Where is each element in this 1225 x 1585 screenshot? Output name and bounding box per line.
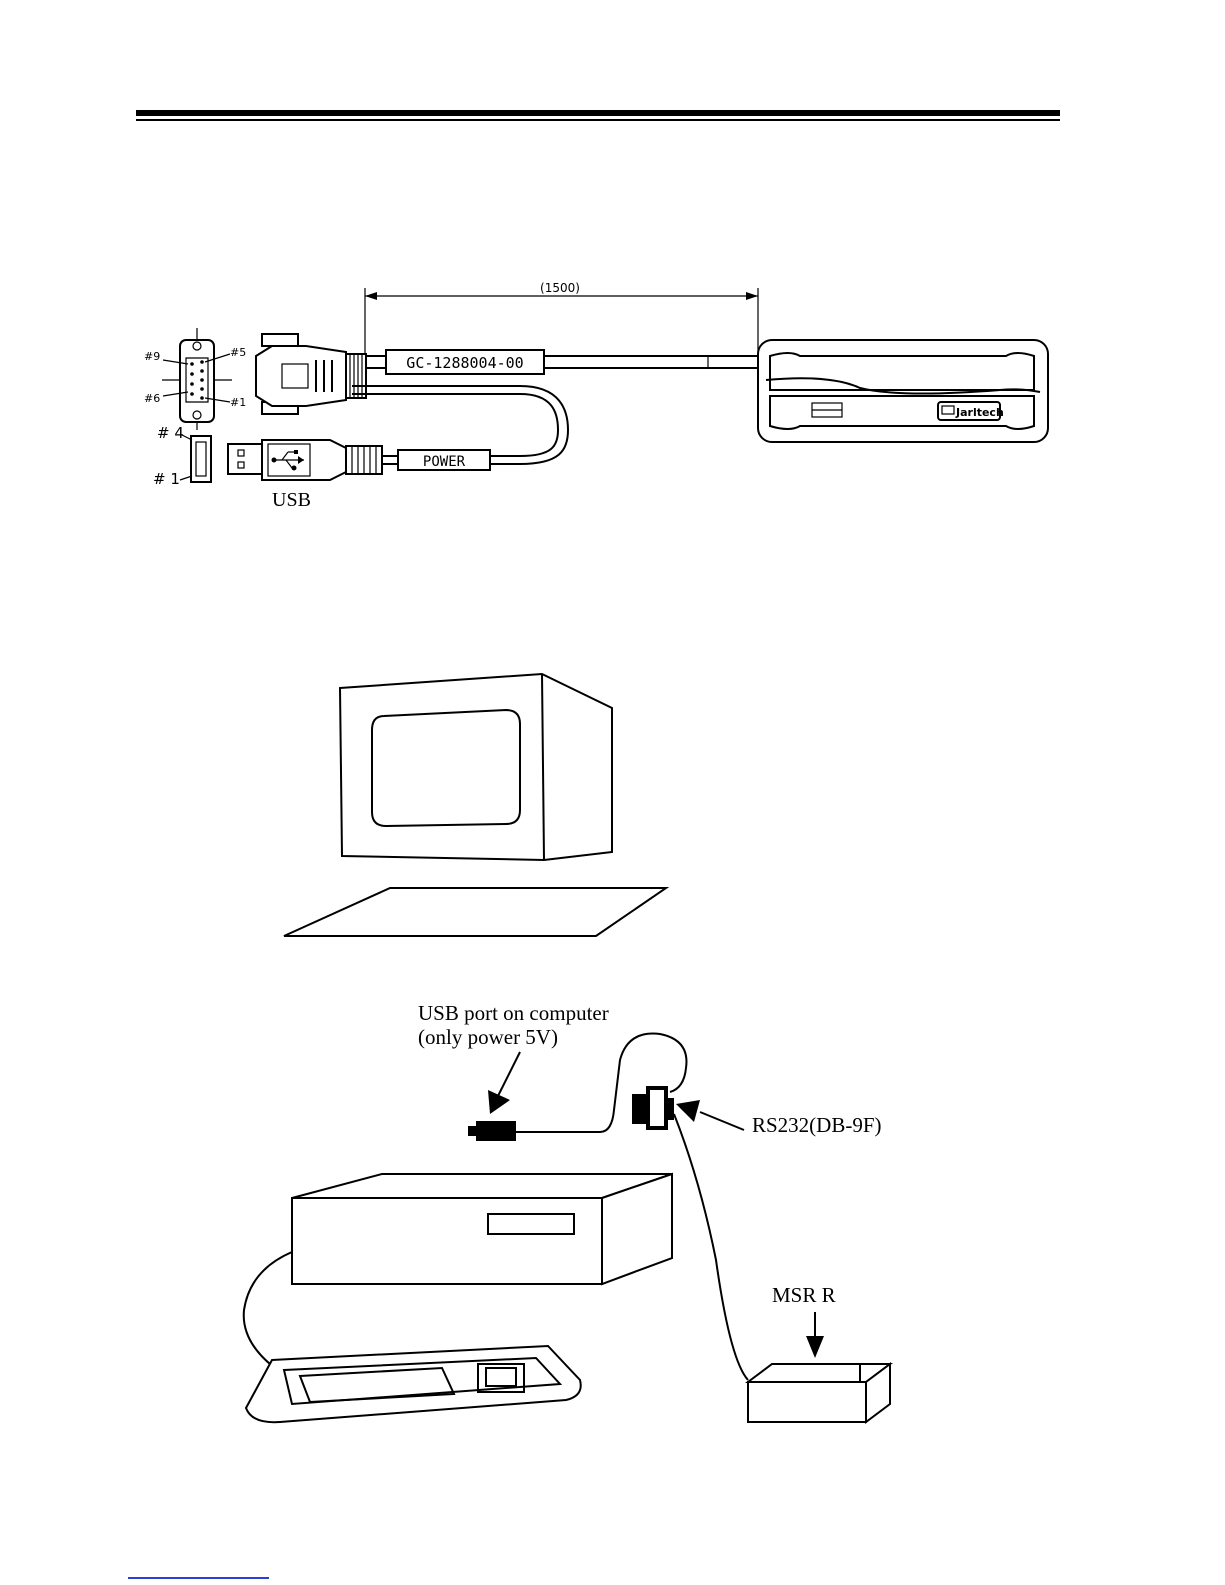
monitor <box>340 674 612 860</box>
msr-box <box>748 1364 890 1422</box>
serial-cable <box>674 1114 748 1380</box>
cable-drawing: (1500) #9 #5 #6 #1 <box>0 260 1225 530</box>
footer-link-underline <box>128 1577 269 1579</box>
usb-port-label-line2: (only power 5V) <box>418 1025 558 1049</box>
rs232-label: RS232(DB-9F) <box>752 1113 882 1137</box>
part-number-label: GC-1288004-00 <box>406 354 523 372</box>
rs232-arrow <box>676 1100 744 1130</box>
keyboard <box>246 1346 581 1422</box>
usb-pin1-label: # 1 <box>153 470 180 488</box>
db9-pin1-label: #1 <box>230 396 246 409</box>
db9-adapter <box>632 1088 674 1128</box>
dimension-label: (1500) <box>540 281 580 295</box>
msr-label: MSR R <box>772 1283 836 1307</box>
db9-pin6-label: #6 <box>144 392 160 405</box>
msr-reader <box>758 340 1048 442</box>
setup-drawing: USB port on computer (only power 5V) RS2… <box>0 660 1225 1460</box>
computer-base <box>292 1174 672 1284</box>
header-rule-thick <box>136 110 1060 116</box>
usb-port-face <box>180 434 211 482</box>
header-rule-thin <box>136 119 1060 121</box>
msr-arrow <box>806 1312 824 1358</box>
usb-plug <box>228 440 382 480</box>
db9-connector <box>256 334 366 414</box>
reader-brand-label: Jarltech <box>955 406 1004 419</box>
usb-label: USB <box>272 489 311 511</box>
db9-pinout-face <box>162 328 232 430</box>
usb-port-label-line1: USB port on computer <box>418 1001 609 1025</box>
power-label: POWER <box>423 454 466 470</box>
usb-pin4-label: # 4 <box>157 424 184 442</box>
usb-port-arrow <box>488 1052 520 1114</box>
keyboard-plate <box>284 888 666 936</box>
header-rule <box>136 110 1060 124</box>
db9-pin5-label: #5 <box>230 346 246 359</box>
db9-pin9-label: #9 <box>144 350 160 363</box>
